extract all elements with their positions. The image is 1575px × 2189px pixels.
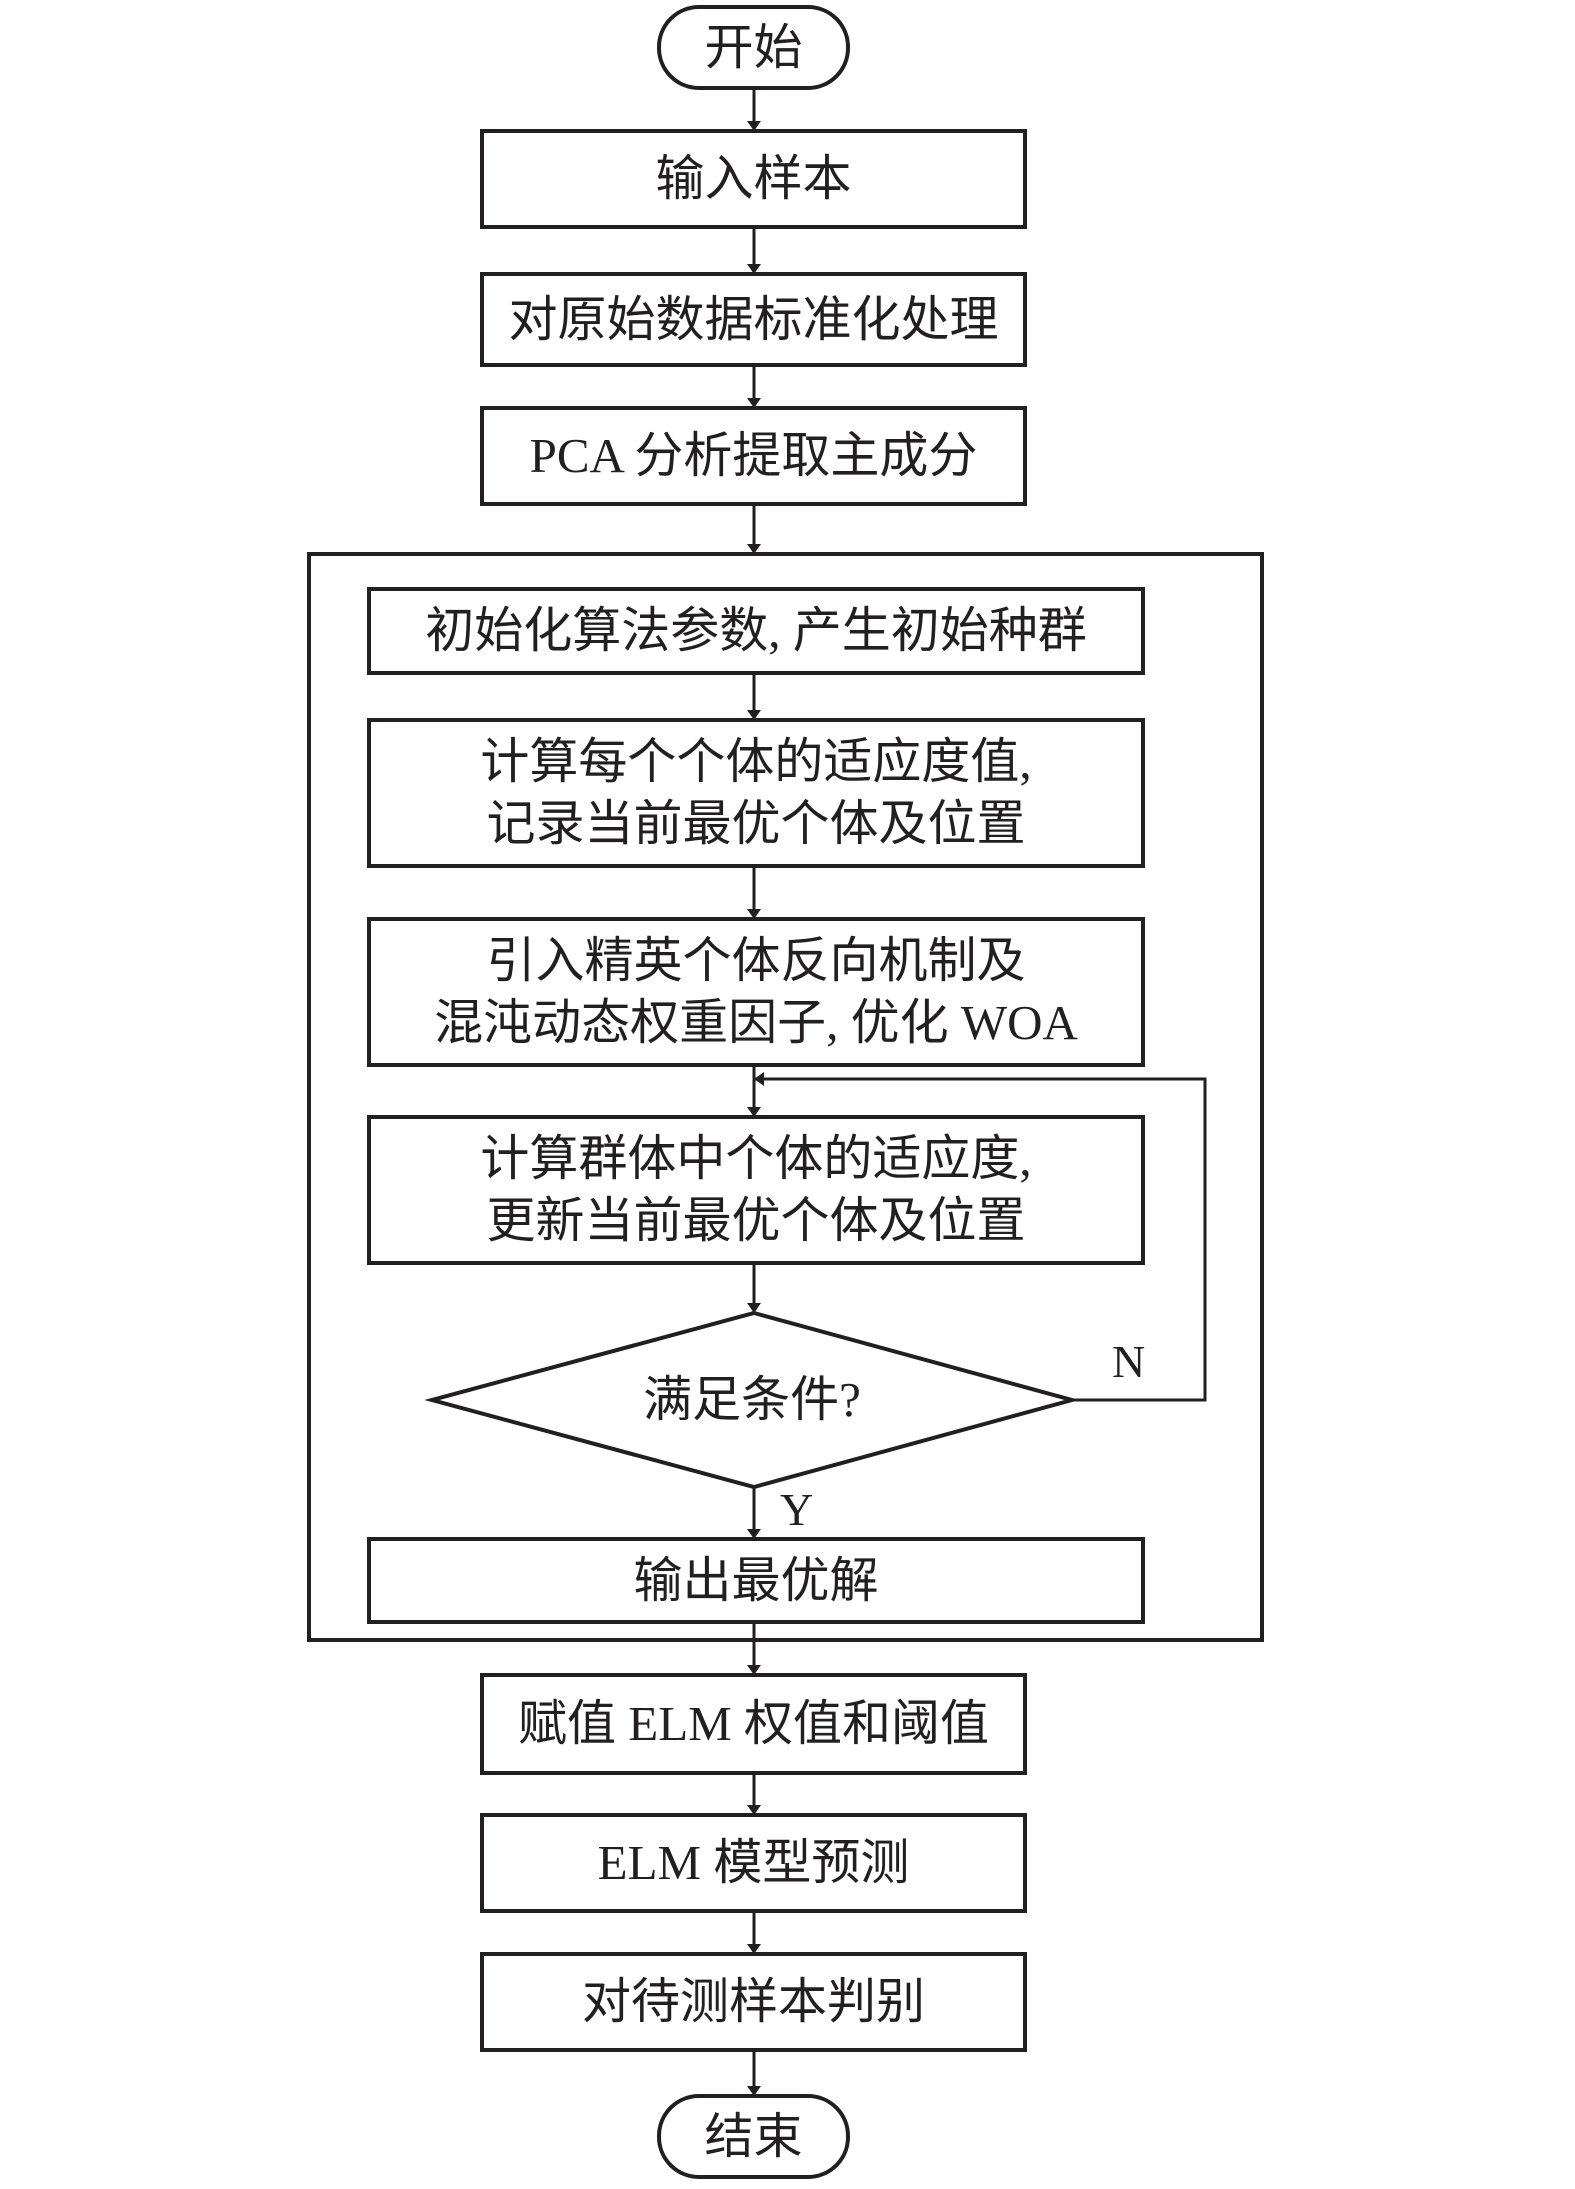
pca-label: PCA 分析提取主成分 [529, 428, 978, 483]
init-params-box [367, 587, 1145, 675]
init-params-label: 初始化算法参数, 产生初始种群 [425, 603, 1087, 658]
start-label: 开始 [704, 19, 803, 75]
no-branch-label: N [1112, 1336, 1146, 1387]
elite-opposition-box [367, 917, 1145, 1067]
calc-fitness-label: 计算每个个体的适应度值, 记录当前最优个体及位置 [480, 734, 1032, 851]
assign-elm-label: 赋值 ELM 权值和阈值 [518, 1696, 989, 1751]
standardize-label: 对原始数据标准化处理 [508, 291, 999, 347]
update-fitness-box [367, 1115, 1145, 1265]
end-label: 结束 [704, 2108, 803, 2164]
elm-predict-label: ELM 模型预测 [597, 1835, 910, 1890]
classify-label: 对待测样本判别 [581, 1974, 925, 2029]
condition-label: 满足条件? [643, 1372, 861, 1427]
iwoa-frame [307, 552, 1264, 1642]
yes-branch-label: Y [780, 1484, 814, 1535]
input-samples-label: 输入样本 [655, 151, 852, 206]
elite-opposition-label: 引入精英个体反向机制及 混沌动态权重因子, 优化 WOA [434, 933, 1078, 1050]
calc-fitness-box [367, 718, 1145, 868]
edge-loop-no [754, 1072, 1207, 1402]
output-best-label: 输出最优解 [633, 1552, 879, 1608]
update-fitness-label: 计算群体中个体的适应度, 更新当前最优个体及位置 [480, 1131, 1032, 1248]
output-best-box [367, 1537, 1145, 1624]
